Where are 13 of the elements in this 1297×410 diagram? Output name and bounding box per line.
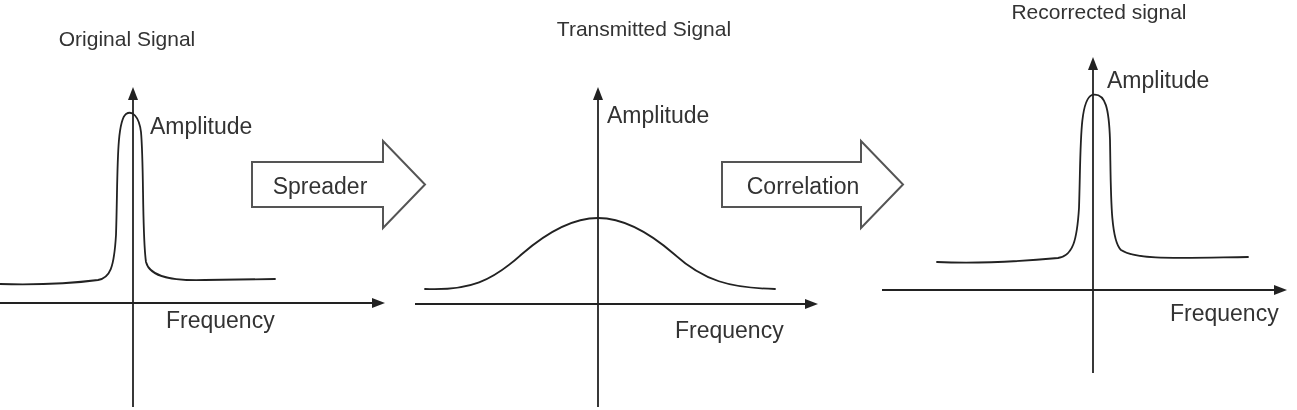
axis-label: Amplitude (1107, 67, 1210, 94)
axis-label: Frequency (166, 307, 275, 334)
edge-label: Spreader (272, 172, 368, 199)
edge-label: Correlation (746, 172, 860, 199)
axis-label: Frequency (1170, 300, 1279, 327)
plot-title: Transmitted Signal (556, 17, 732, 42)
axis-label: Amplitude (150, 113, 253, 140)
axis-label: Amplitude (607, 102, 710, 129)
plot-title: Original Signal (58, 27, 196, 52)
axis-label: Frequency (675, 317, 784, 344)
plot-title: Recorrected signal (1011, 0, 1187, 25)
block-arrow (721, 140, 904, 229)
block-arrow (251, 140, 426, 229)
